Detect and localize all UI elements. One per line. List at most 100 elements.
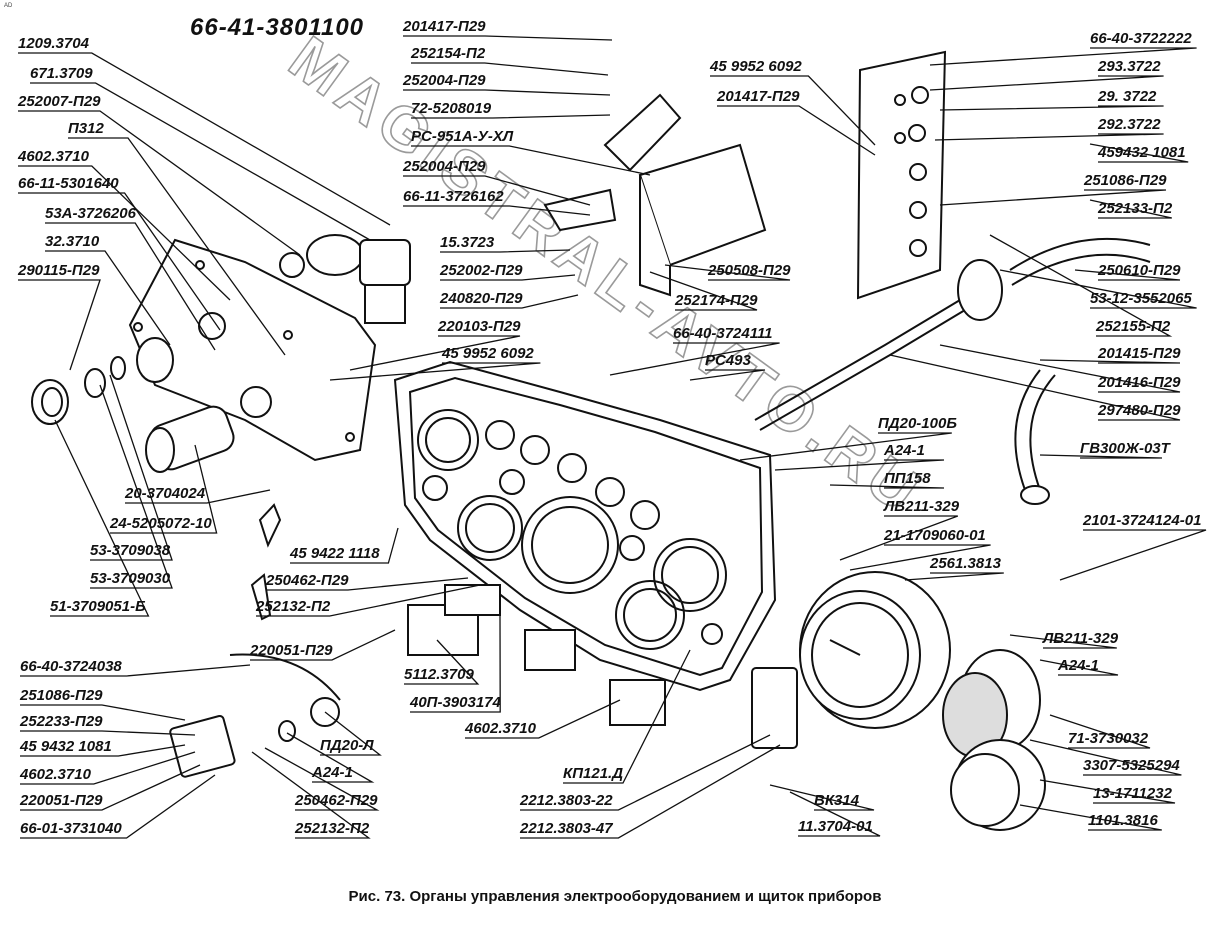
callout-label: 29. 3722 <box>1098 88 1157 105</box>
ignition-switch <box>145 405 282 621</box>
callout-label: 5112.3709 <box>404 666 474 683</box>
callout-label: РС-951А-У-ХЛ <box>411 128 514 145</box>
leader-line <box>939 189 1167 206</box>
leader-line <box>929 75 1164 91</box>
callout-label: ПД20-Л <box>320 737 374 754</box>
leader-line <box>609 342 780 376</box>
callout-label: 21-1709060-01 <box>884 527 986 544</box>
leader-line <box>411 62 609 76</box>
callout-label: ВК314 <box>814 792 860 809</box>
callout-label: 13-1711232 <box>1093 785 1172 802</box>
callout-label: ПД20-100Б <box>878 415 957 432</box>
lamp-socket-assembly <box>169 653 341 778</box>
leader-line <box>110 444 218 534</box>
callout-label: 3307-5325294 <box>1083 757 1180 774</box>
callout-label: 220103-П29 <box>438 318 521 335</box>
callout-label: А24-1 <box>1058 657 1099 674</box>
leader-line <box>939 105 1164 111</box>
leader-line <box>739 432 952 461</box>
leader-line <box>18 52 391 226</box>
callout-label: 252002-П29 <box>440 262 523 279</box>
leader-line <box>403 89 611 96</box>
callout-label: 251086-П29 <box>1084 172 1167 189</box>
callout-label: 220051-П29 <box>20 792 103 809</box>
leader-line <box>649 271 758 311</box>
leader-line <box>90 384 173 589</box>
callout-label: 251086-П29 <box>20 687 103 704</box>
leader-line <box>1019 804 1162 831</box>
callout-label: 11.3704-01 <box>798 818 873 835</box>
leader-line <box>30 82 371 241</box>
leader-line <box>266 577 469 591</box>
callout-label: 1101.3816 <box>1088 812 1158 829</box>
callout-label: 40П-3903174 <box>410 694 501 711</box>
leader-line <box>251 751 371 839</box>
callout-label: А24-1 <box>884 442 925 459</box>
callout-label: 290115-П29 <box>18 262 100 279</box>
callout-label: 252007-П29 <box>18 93 101 110</box>
callout-label: РС493 <box>705 352 751 369</box>
leader-line <box>789 791 881 837</box>
callout-label: 53-12-3552065 <box>1090 290 1192 307</box>
leader-line <box>250 629 396 661</box>
leader-line <box>829 484 945 489</box>
callout-label: 201416-П29 <box>1098 374 1181 391</box>
leader-line <box>20 744 186 757</box>
leader-line <box>18 279 101 371</box>
leader-line <box>18 192 221 331</box>
callout-label: 293.3722 <box>1098 58 1161 75</box>
callout-label: 459432 1081 <box>1098 144 1186 161</box>
leader-line <box>999 269 1197 309</box>
leader-line <box>286 732 375 783</box>
leader-line <box>411 145 651 176</box>
leader-line <box>934 133 1164 141</box>
leader-line <box>989 234 1173 337</box>
callout-label: 2561.3813 <box>930 555 1001 572</box>
callout-label: 32.3710 <box>45 233 100 250</box>
leader-line <box>20 751 196 785</box>
callout-label: 45 9952 6092 <box>710 58 802 75</box>
callout-label: 53-3709030 <box>90 570 171 587</box>
callout-label: ПП158 <box>884 470 931 487</box>
leader-line <box>849 544 991 571</box>
leader-line <box>563 649 691 784</box>
callout-label: 66-01-3731040 <box>20 820 122 837</box>
leader-line <box>520 744 781 839</box>
figure-caption: Рис. 73. Органы управления электрооборуд… <box>348 888 882 905</box>
leader-line <box>1009 634 1117 649</box>
callout-label: 15.3723 <box>440 234 495 251</box>
leader-line <box>45 250 171 346</box>
leader-line <box>404 639 480 685</box>
leader-line <box>769 784 875 811</box>
callout-label: 45 9432 1081 <box>20 738 112 755</box>
callout-label: 250610-П29 <box>1098 262 1181 279</box>
leader-line <box>774 459 945 471</box>
leader-line <box>520 734 771 811</box>
callout-label: 51-3709051-Б <box>50 598 146 615</box>
callout-label: 252132-П2 <box>256 598 331 615</box>
leader-line <box>710 75 876 146</box>
leader-line <box>839 515 959 561</box>
leader-line <box>403 35 613 41</box>
callout-label: 252004-П29 <box>403 72 486 89</box>
callout-label: 2212.3803-47 <box>520 820 613 837</box>
leader-line <box>440 274 576 281</box>
callout-label: 4602.3710 <box>18 148 89 165</box>
instrument-panel <box>393 360 777 692</box>
leader-line <box>1029 739 1182 776</box>
leader-line <box>45 222 216 351</box>
callout-label: 66-11-3726162 <box>403 188 504 205</box>
leader-line <box>20 764 201 811</box>
callout-label: 53А-3726206 <box>45 205 136 222</box>
callout-label: ЛВ211-329 <box>884 498 960 515</box>
callout-label: 20-3704024 <box>125 485 206 502</box>
callout-label: 252133-П2 <box>1098 200 1173 217</box>
callout-label: 201415-П29 <box>1098 345 1181 362</box>
callout-label: 53-3709038 <box>90 542 171 559</box>
leader-line <box>256 584 481 617</box>
callout-label: 250462-П29 <box>295 792 378 809</box>
leader-line <box>1039 359 1181 364</box>
callout-label: 24-5205072-10 <box>110 515 212 532</box>
callout-label: А24-1 <box>312 764 353 781</box>
